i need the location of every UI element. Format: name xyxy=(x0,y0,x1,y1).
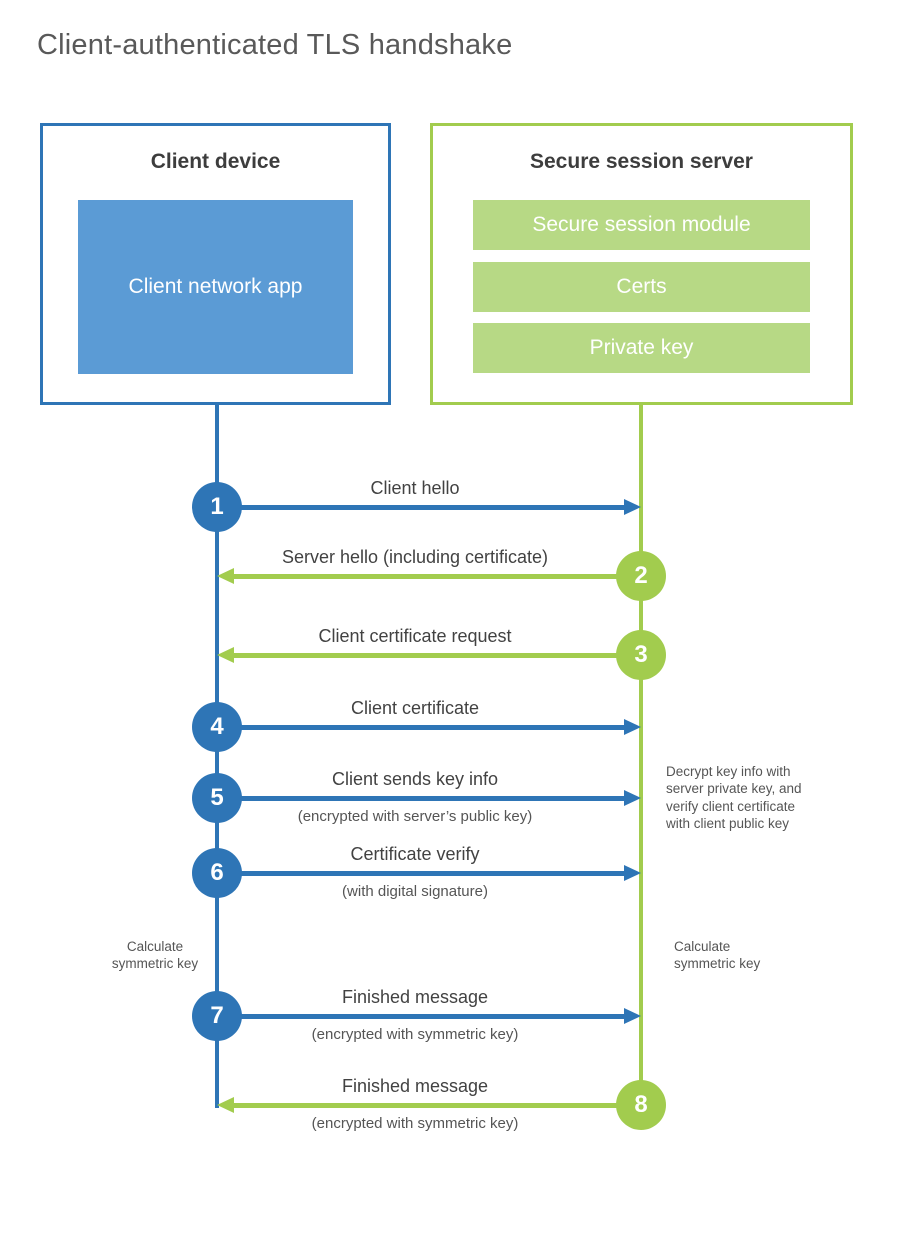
secure-session-server-box: Secure session server Secure session mod… xyxy=(430,123,853,405)
message-sublabel: (encrypted with symmetric key) xyxy=(311,1115,519,1132)
arrowhead-icon xyxy=(624,790,641,806)
client-network-app-block: Client network app xyxy=(78,200,353,374)
step-number-badge: 5 xyxy=(192,773,242,823)
message-arrow-left xyxy=(217,647,641,663)
server-box-title: Secure session server xyxy=(530,150,753,173)
decrypt-note-line: server private key, and xyxy=(666,781,802,797)
arrow-shaft xyxy=(231,653,641,658)
server-lifeline xyxy=(639,405,643,1105)
arrow-shaft xyxy=(231,574,641,579)
message-label: Certificate verify xyxy=(350,844,480,864)
client-device-box: Client device Client network app xyxy=(40,123,391,405)
message-label: Finished message xyxy=(341,1076,489,1096)
arrowhead-icon xyxy=(624,1008,641,1024)
calc-symmetric-key-note-server: Calculate symmetric key xyxy=(674,938,804,973)
message-arrow-right xyxy=(217,719,641,735)
client-lifeline xyxy=(215,405,219,1108)
arrow-shaft xyxy=(231,1103,641,1108)
message-arrow-right xyxy=(217,865,641,881)
client-box-title: Client device xyxy=(150,150,281,173)
arrow-shaft xyxy=(217,505,627,510)
step-number-badge: 1 xyxy=(192,482,242,532)
client-network-app-label: Client network app xyxy=(128,275,303,299)
module-private-key: Private key xyxy=(473,323,810,373)
message-sublabel: (encrypted with server’s public key) xyxy=(297,808,533,825)
calc-symmetric-key-note-client: Calculate symmetric key xyxy=(90,938,220,973)
arrow-shaft xyxy=(217,1014,627,1019)
message-label: Client certificate xyxy=(350,698,480,718)
arrowhead-icon xyxy=(624,499,641,515)
message-arrow-right xyxy=(217,499,641,515)
message-label: Client certificate request xyxy=(318,626,512,646)
page-title: Client-authenticated TLS handshake xyxy=(37,29,513,61)
step-number-badge: 4 xyxy=(192,702,242,752)
arrowhead-icon xyxy=(217,647,234,663)
step-number-badge: 2 xyxy=(616,551,666,601)
arrowhead-icon xyxy=(624,865,641,881)
decrypt-note-line: verify client certificate xyxy=(666,798,796,814)
decrypt-note-line: with client public key xyxy=(666,815,790,831)
arrowhead-icon xyxy=(624,719,641,735)
arrow-shaft xyxy=(217,725,627,730)
step-number-badge: 3 xyxy=(616,630,666,680)
calc-note-line: Calculate xyxy=(126,939,184,954)
arrowhead-icon xyxy=(217,1097,234,1113)
arrow-shaft xyxy=(217,871,627,876)
module-secure-session: Secure session module xyxy=(473,200,810,250)
decrypt-note-line: Decrypt key info with xyxy=(666,764,791,779)
message-arrow-right xyxy=(217,1008,641,1024)
step-number-badge: 8 xyxy=(616,1080,666,1130)
module-certs: Certs xyxy=(473,262,810,312)
arrow-shaft xyxy=(217,796,627,801)
calc-note-line: Calculate xyxy=(674,939,731,954)
step-number-badge: 7 xyxy=(192,991,242,1041)
decrypt-note: Decrypt key info with server private key… xyxy=(666,763,846,832)
message-sublabel: (with digital signature) xyxy=(342,883,488,900)
message-arrow-left xyxy=(217,1097,641,1113)
calc-note-line: symmetric key xyxy=(111,956,199,972)
message-arrow-left xyxy=(217,568,641,584)
calc-note-line: symmetric key xyxy=(674,956,761,972)
step-number-badge: 6 xyxy=(192,848,242,898)
message-label: Client hello xyxy=(370,478,460,498)
message-label: Finished message xyxy=(341,987,489,1007)
message-label: Server hello (including certificate) xyxy=(281,547,549,567)
message-label: Client sends key info xyxy=(331,769,499,789)
message-arrow-right xyxy=(217,790,641,806)
arrowhead-icon xyxy=(217,568,234,584)
message-sublabel: (encrypted with symmetric key) xyxy=(311,1026,519,1043)
